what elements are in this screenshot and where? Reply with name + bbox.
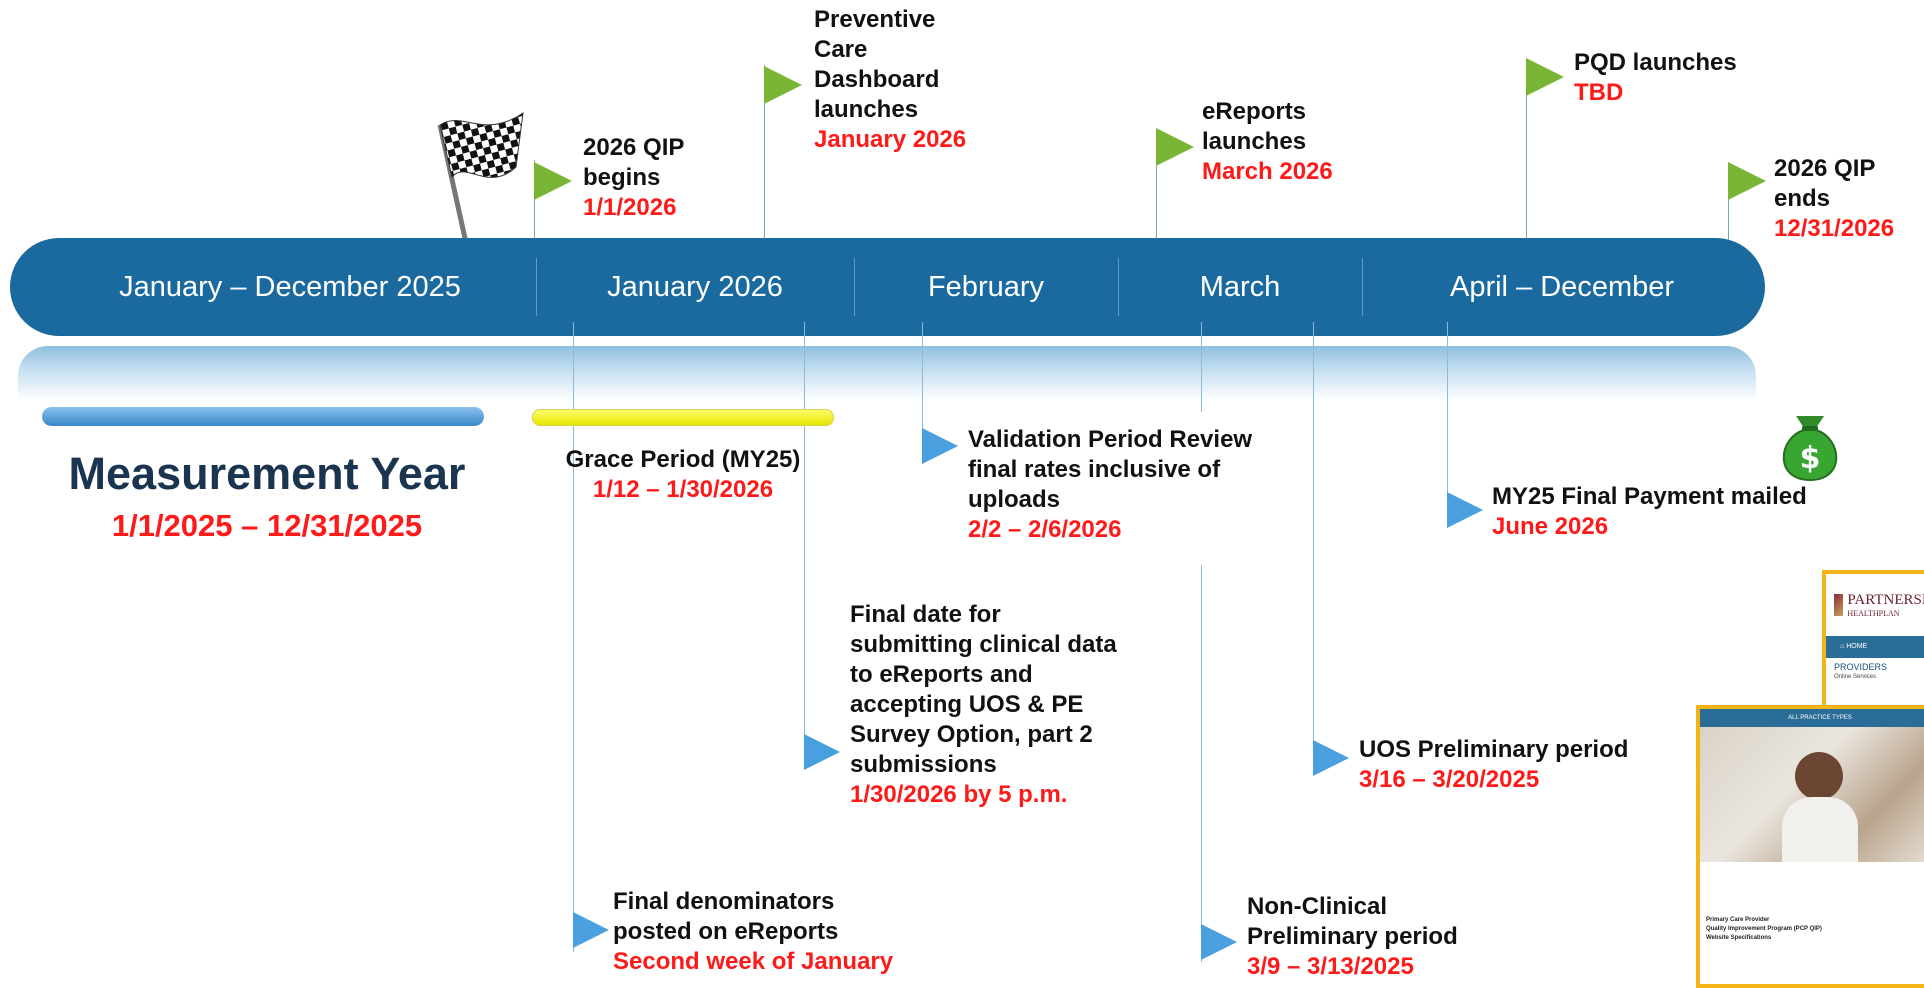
thumbnail-nav: ⌂ HOME <box>1826 636 1924 658</box>
connector-line <box>1201 322 1202 412</box>
caption-line: Quality Improvement Program (PCP QIP) <box>1706 926 1822 932</box>
flag-pole-qip-begins <box>534 160 535 240</box>
flag-pole-qip-ends <box>1728 162 1729 240</box>
milestone-date: TBD <box>1574 79 1624 106</box>
event-label: Final denominators posted on eReports <box>613 888 839 945</box>
thumbnail-section: PROVIDERS <box>1834 662 1888 672</box>
thumbnail-link: Online Services <box>1834 674 1877 680</box>
connector-line <box>1313 322 1314 757</box>
nav-home-label: HOME <box>1846 643 1868 650</box>
thumbnail-header: PARTNERSHIP HEALTHPLAN <box>1826 574 1924 636</box>
event-label: Validation Period Review final rates inc… <box>968 426 1253 513</box>
blue-marker-icon <box>1201 924 1237 960</box>
milestone-qip-begins: 2026 QIP begins 1/1/2026 <box>583 133 684 223</box>
event-label: MY25 Final Payment mailed <box>1492 483 1807 510</box>
milestone-label: 2026 QIP ends <box>1774 155 1875 212</box>
timeline-segment: March <box>1199 271 1281 303</box>
event-date: 2/2 – 2/6/2026 <box>968 516 1122 543</box>
grace-period: Grace Period (MY25) 1/12 – 1/30/2026 <box>538 445 828 505</box>
home-icon: ⌂ <box>1840 643 1847 650</box>
person-figure <box>1795 752 1843 800</box>
event-label: Non-Clinical Preliminary period <box>1247 893 1458 950</box>
green-flag-icon <box>1728 162 1766 200</box>
blue-marker-icon <box>804 734 840 770</box>
event-date: 3/9 – 3/13/2025 <box>1247 953 1414 980</box>
connector-line <box>1447 322 1448 515</box>
timeline-segment: January 2026 <box>607 271 783 303</box>
event-final-date: Final date for submitting clinical data … <box>850 600 1117 810</box>
connector-line <box>1201 565 1202 962</box>
event-label: Final date for submitting clinical data … <box>850 601 1117 778</box>
blue-marker-icon <box>1447 492 1483 528</box>
event-date: June 2026 <box>1492 513 1609 540</box>
grace-period-dates: 1/12 – 1/30/2026 <box>592 476 774 503</box>
connector-line <box>573 322 574 952</box>
caption-line: Primary Care Provider <box>1706 917 1770 923</box>
flag-pole-pqd <box>1526 60 1527 240</box>
green-flag-icon <box>1526 58 1564 96</box>
event-denominators: Final denominators posted on eReports Se… <box>613 887 893 977</box>
milestone-qip-ends: 2026 QIP ends 12/31/2026 <box>1774 154 1924 244</box>
event-date: 1/30/2026 by 5 p.m. <box>850 781 1068 808</box>
grace-period-title: Grace Period (MY25) <box>565 446 801 473</box>
milestone-date: January 2026 <box>814 126 967 153</box>
milestone-dashboard: Preventive Care Dashboard launches Janua… <box>814 5 966 155</box>
logo-subtext: HEALTHPLAN <box>1847 609 1900 618</box>
milestone-label: eReports launches <box>1202 98 1307 155</box>
timeline-segment: April – December <box>1449 271 1675 303</box>
timeline-reflection <box>18 346 1756 401</box>
blue-marker-icon <box>1313 740 1349 776</box>
measurement-year-dates: 1/1/2025 – 12/31/2025 <box>111 508 423 543</box>
website-thumbnail-front: ALL PRACTICE TYPES Primary Care Provider… <box>1696 705 1924 988</box>
timeline-segment: February <box>927 271 1045 303</box>
milestone-date: 12/31/2026 <box>1774 215 1895 242</box>
thumbnail-banner: ALL PRACTICE TYPES <box>1700 709 1924 727</box>
green-flag-icon <box>764 66 802 104</box>
event-date: Second week of January <box>613 948 894 975</box>
timeline-divider <box>536 258 537 316</box>
blue-marker-icon <box>573 912 609 948</box>
flag-pole-dashboard <box>764 65 765 240</box>
logo-text: PARTNERSHIP <box>1847 592 1924 608</box>
milestone-pqd: PQD launches TBD <box>1574 48 1737 108</box>
connector-line <box>804 322 805 750</box>
timeline-divider <box>1118 258 1119 316</box>
grace-period-bar <box>532 409 834 426</box>
milestone-ereports: eReports launches March 2026 <box>1202 97 1333 187</box>
thumbnail-photo <box>1700 727 1924 862</box>
event-label: UOS Preliminary period <box>1359 736 1629 763</box>
measurement-year-bar <box>42 407 484 426</box>
event-validation: Validation Period Review final rates inc… <box>968 425 1252 545</box>
person-body <box>1782 797 1858 862</box>
milestone-label: Preventive Care Dashboard launches <box>814 6 940 123</box>
milestone-date: March 2026 <box>1202 158 1333 185</box>
partnership-logo-icon <box>1834 594 1844 616</box>
svg-text:$: $ <box>1800 441 1821 476</box>
timeline-divider <box>854 258 855 316</box>
flag-pole-ereports <box>1156 130 1157 240</box>
measurement-year-title: Measurement Year <box>68 448 466 499</box>
event-nonclinical: Non-Clinical Preliminary period 3/9 – 3/… <box>1247 892 1458 982</box>
money-bag-icon: $ <box>1782 416 1838 482</box>
event-final-payment: MY25 Final Payment mailed June 2026 <box>1492 482 1807 542</box>
green-flag-icon <box>1156 128 1194 166</box>
blue-marker-icon <box>922 428 958 464</box>
caption-line: Website Specifications <box>1706 935 1772 941</box>
thumbnail-caption: Primary Care Provider Quality Improvemen… <box>1700 862 1924 943</box>
milestone-label: 2026 QIP begins <box>583 134 685 191</box>
event-date: 3/16 – 3/20/2025 <box>1359 766 1540 793</box>
green-flag-icon <box>534 162 572 200</box>
timeline-band: January – December 2025 January 2026 Feb… <box>10 238 1765 336</box>
event-uos-prelim: UOS Preliminary period 3/16 – 3/20/2025 <box>1359 735 1628 795</box>
milestone-label: PQD launches <box>1574 49 1737 76</box>
timeline-segment: January – December 2025 <box>119 271 461 303</box>
timeline-divider <box>1362 258 1363 316</box>
milestone-date: 1/1/2026 <box>583 194 677 221</box>
connector-line <box>922 322 923 464</box>
